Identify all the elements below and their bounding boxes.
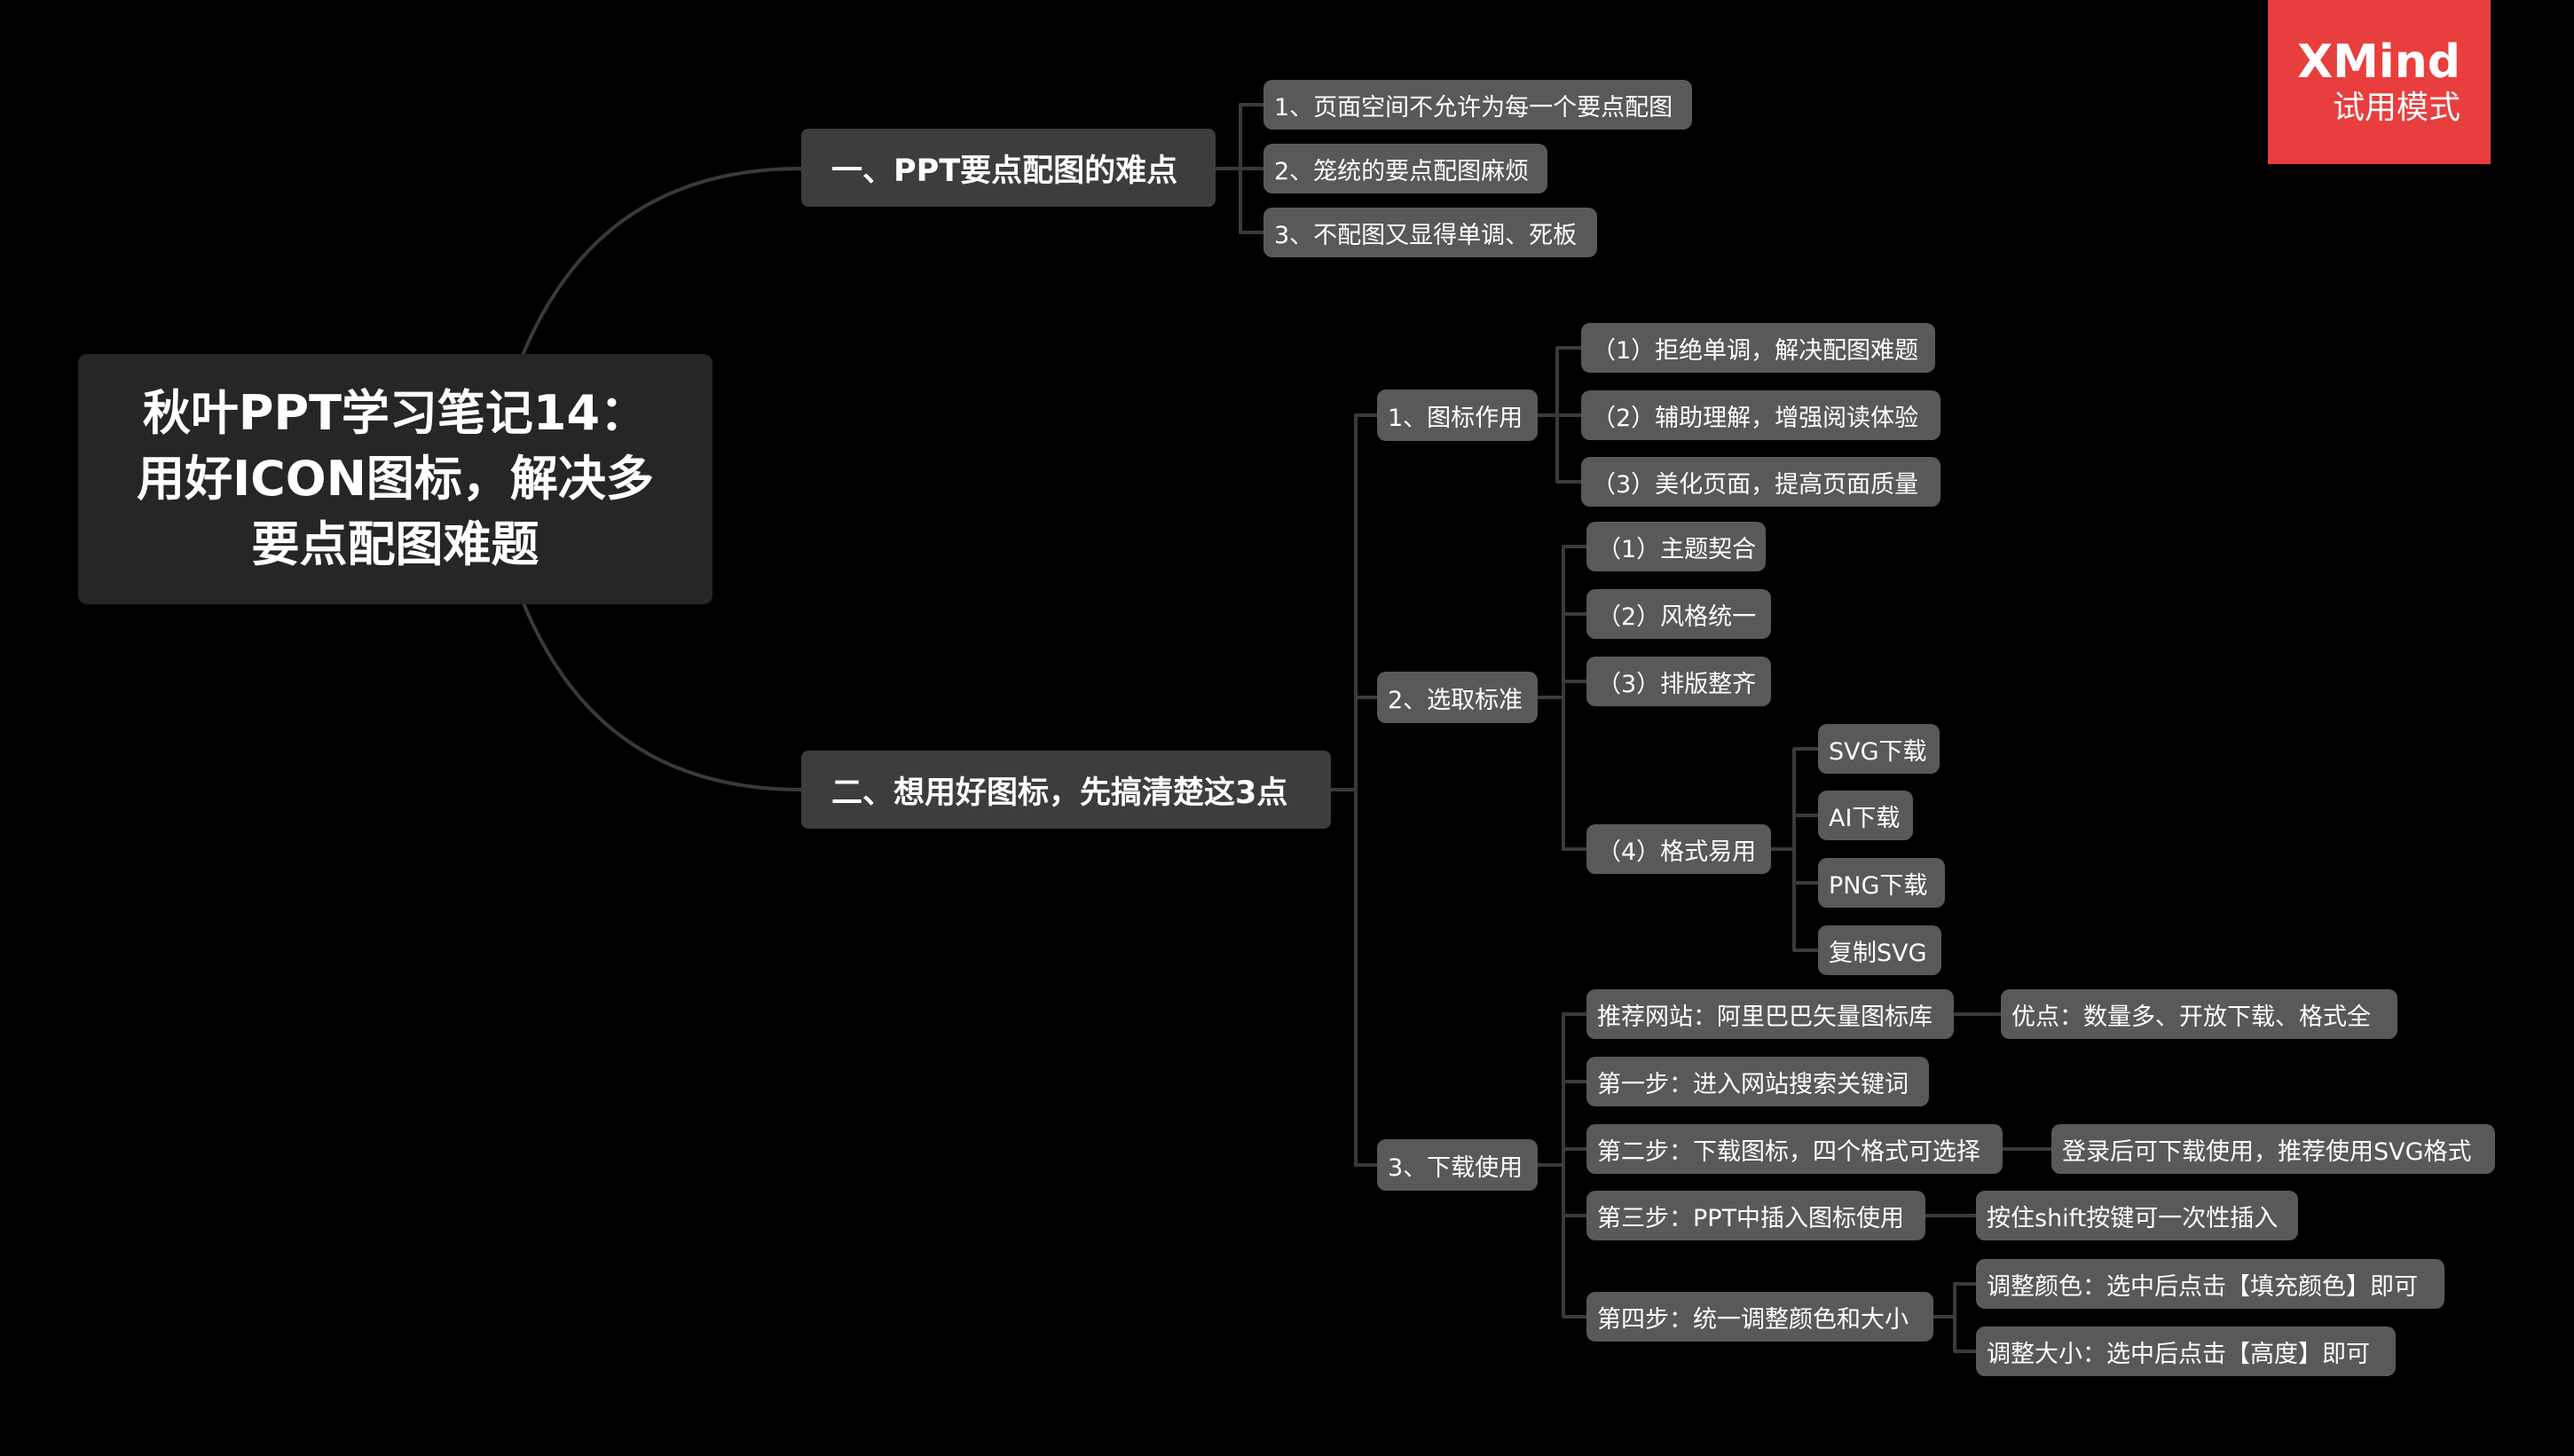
note-site-advantages[interactable]: 优点：数量多、开放下载、格式全 [2001,989,2397,1039]
root-topic[interactable]: 秋叶PPT学习笔记14： 用好ICON图标，解决多 要点配图难题 [78,354,712,604]
format-png[interactable]: PNG下载 [1818,858,1945,908]
link-sec1-items [1536,346,1583,484]
branch1-topic[interactable]: 一、PPT要点配图的难点 [801,129,1216,207]
brand-mode: 试用模式 [2332,90,2460,126]
root-title-line-3: 要点配图难题 [251,516,539,572]
sec2-item-1[interactable]: （1）主题契合 [1586,522,1766,571]
note-step2-login[interactable]: 登录后可下载使用，推荐使用SVG格式 [2051,1124,2495,1174]
link-sec2-items [1536,545,1588,851]
branch1-item-3[interactable]: 3、不配图又显得单调、死板 [1263,208,1597,257]
sec3-item-step4[interactable]: 第四步：统一调整颜色和大小 [1586,1292,1933,1342]
root-title-line-1: 秋叶PPT学习笔记14： [142,385,649,441]
sec3-item-step2[interactable]: 第二步：下载图标，四个格式可选择 [1586,1124,2003,1174]
note-step4-size[interactable]: 调整大小：选中后点击【高度】即可 [1976,1326,2396,1376]
brand-name: XMind [2297,35,2460,89]
link-root-branch1 [522,167,803,355]
note-step4-color[interactable]: 调整颜色：选中后点击【填充颜色】即可 [1976,1259,2444,1309]
sec3-item-step1[interactable]: 第一步：进入网站搜索关键词 [1586,1057,1929,1106]
sec2-item-2[interactable]: （2）风格统一 [1586,589,1771,639]
format-ai[interactable]: AI下载 [1818,791,1913,840]
xmind-trial-badge[interactable]: XMind 试用模式 [2268,0,2491,164]
sec2-item-3[interactable]: （3）排版整齐 [1586,657,1771,706]
format-svg[interactable]: SVG下载 [1818,724,1940,774]
link-note-step4 [1932,1282,1978,1353]
link-formats [1769,747,1820,952]
link-root-branch2 [522,602,803,791]
link-branch2-sections [1329,413,1379,1167]
branch1-item-2[interactable]: 2、笼统的要点配图麻烦 [1263,144,1547,193]
sec3-topic[interactable]: 3、下载使用 [1377,1139,1538,1191]
branch2-topic[interactable]: 二、想用好图标，先搞清楚这3点 [801,751,1331,829]
link-branch1-items [1214,103,1265,234]
link-sec3-items [1536,1012,1588,1318]
sec1-item-3[interactable]: （3）美化页面，提高页面质量 [1581,457,1940,507]
note-step3-shift[interactable]: 按住shift按键可一次性插入 [1976,1191,2298,1240]
format-copy-svg[interactable]: 复制SVG [1818,925,1941,975]
sec1-item-1[interactable]: （1）拒绝单调，解决配图难题 [1581,323,1935,373]
sec2-item-4[interactable]: （4）格式易用 [1586,824,1771,874]
sec3-item-step3[interactable]: 第三步：PPT中插入图标使用 [1586,1191,1925,1240]
branch1-item-1[interactable]: 1、页面空间不允许为每一个要点配图 [1263,80,1692,130]
sec1-topic[interactable]: 1、图标作用 [1377,390,1538,441]
sec2-topic[interactable]: 2、选取标准 [1377,672,1538,723]
sec3-item-site[interactable]: 推荐网站：阿里巴巴矢量图标库 [1586,989,1954,1039]
root-title-line-2: 用好ICON图标，解决多 [137,451,654,507]
sec1-item-2[interactable]: （2）辅助理解，增强阅读体验 [1581,390,1940,440]
